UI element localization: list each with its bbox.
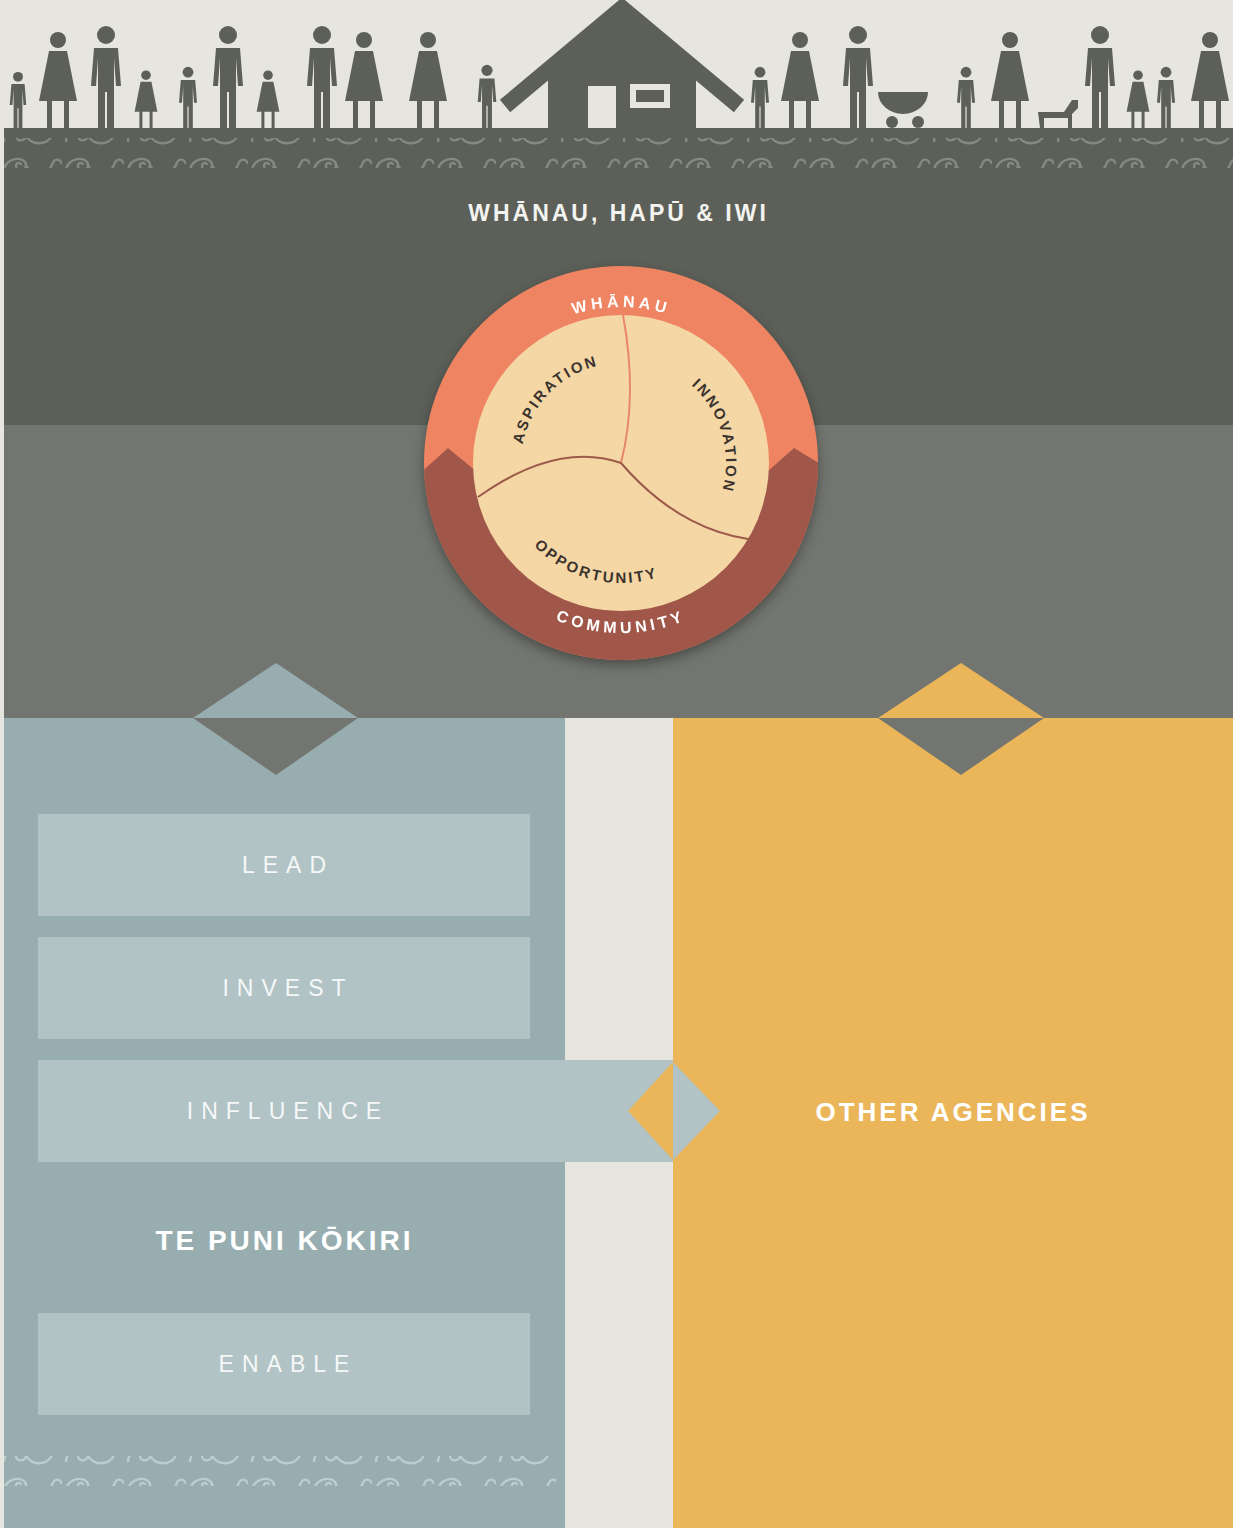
silhouettes bbox=[10, 8, 1229, 128]
child-figure bbox=[10, 72, 27, 128]
child-figure bbox=[257, 70, 280, 128]
house-window bbox=[630, 84, 670, 108]
woman-figure bbox=[991, 32, 1029, 128]
agency-column: TE PUNI KŌKIRI LEAD INVEST INFLUENCE ENABLE bbox=[4, 718, 565, 1528]
column-heading: TE PUNI KŌKIRI bbox=[4, 1223, 565, 1259]
man-figure bbox=[843, 26, 873, 128]
child-figure bbox=[751, 67, 769, 128]
whanau-band: WHĀNAU, HAPŪ & IWI WHĀNAU COMMUNITY ASPIRAT… bbox=[4, 128, 1233, 718]
stroller-body bbox=[878, 92, 928, 114]
house-door bbox=[588, 86, 616, 128]
house-body bbox=[548, 16, 696, 128]
pointer-diamond bbox=[193, 663, 358, 718]
segment-label: ASPIRATION bbox=[509, 352, 600, 446]
segment-label: INNOVATION bbox=[689, 375, 740, 495]
segment-label-layer: OPPORTUNITY bbox=[422, 266, 818, 662]
child-figure bbox=[179, 67, 197, 128]
circle-segment: INNOVATION bbox=[622, 315, 768, 545]
ring-label: WHĀNAU bbox=[570, 292, 673, 317]
role-label: LEAD bbox=[234, 852, 334, 879]
role-label: ENABLE bbox=[211, 1351, 358, 1378]
role-box: INVEST bbox=[38, 937, 530, 1039]
woman-figure bbox=[39, 32, 77, 128]
house-window bbox=[636, 90, 664, 102]
child-figure bbox=[1127, 70, 1150, 128]
stroller-wheel bbox=[912, 116, 924, 128]
circle-segment: ASPIRATION bbox=[471, 315, 623, 495]
circle-segment: OPPORTUNITY bbox=[471, 461, 767, 612]
pointer-diamond bbox=[878, 663, 1044, 718]
woman-figure bbox=[1191, 32, 1229, 128]
koru-pattern bbox=[4, 138, 1233, 168]
band-heading: WHĀNAU, HAPŪ & IWI bbox=[4, 198, 1233, 228]
role-label: INFLUENCE bbox=[179, 1098, 389, 1125]
influence-connector bbox=[530, 1062, 720, 1160]
koru-pattern bbox=[4, 1456, 556, 1486]
man-figure bbox=[213, 26, 243, 128]
role-box: INFLUENCE bbox=[38, 1060, 530, 1162]
column-heading: OTHER AGENCIES bbox=[673, 1094, 1233, 1130]
child-figure bbox=[1157, 67, 1175, 128]
segment-divider bbox=[621, 315, 630, 463]
segment-divider bbox=[478, 457, 621, 497]
segment-label: OPPORTUNITY bbox=[532, 536, 660, 587]
child-figure bbox=[478, 65, 497, 128]
child-figure bbox=[957, 67, 975, 128]
elder-figure bbox=[345, 32, 383, 128]
segment-label: INNOVATION bbox=[689, 375, 740, 495]
elder-figure bbox=[781, 32, 819, 128]
role-label: INVEST bbox=[214, 975, 353, 1002]
dog-figure bbox=[1038, 100, 1078, 128]
woman-figure bbox=[409, 32, 447, 128]
pointer-diamond bbox=[193, 718, 358, 775]
role-box: LEAD bbox=[38, 814, 530, 916]
ring-label: WHĀNAU bbox=[570, 292, 673, 317]
arrow-head bbox=[673, 1062, 720, 1160]
ring-label: COMMUNITY bbox=[554, 607, 688, 636]
segment-label: OPPORTUNITY bbox=[532, 536, 660, 587]
segment-label-layer: ASPIRATION bbox=[422, 266, 818, 662]
pointer-diamond bbox=[878, 718, 1044, 775]
segment-label: ASPIRATION bbox=[509, 352, 600, 446]
inner-circle bbox=[473, 315, 769, 611]
agency-column: OTHER AGENCIES bbox=[673, 718, 1233, 1528]
ring-label: COMMUNITY bbox=[554, 607, 688, 636]
stroller-wheel bbox=[886, 116, 898, 128]
elder-figure bbox=[307, 26, 337, 128]
child-figure bbox=[135, 70, 158, 128]
connector-band bbox=[530, 1060, 673, 1162]
man-figure bbox=[91, 26, 121, 128]
people-illustration bbox=[0, 0, 1233, 130]
circle-graphic: WHĀNAU COMMUNITY bbox=[422, 266, 818, 662]
stroller bbox=[878, 92, 928, 128]
pointer-notch bbox=[628, 1062, 673, 1160]
whanau-community-circle: WHĀNAU COMMUNITY ASPIRATION INNOVATION OPPOR… bbox=[422, 266, 818, 662]
segment-label-layer: INNOVATION bbox=[422, 266, 818, 662]
man-figure bbox=[1085, 26, 1115, 128]
role-box: ENABLE bbox=[38, 1313, 530, 1415]
